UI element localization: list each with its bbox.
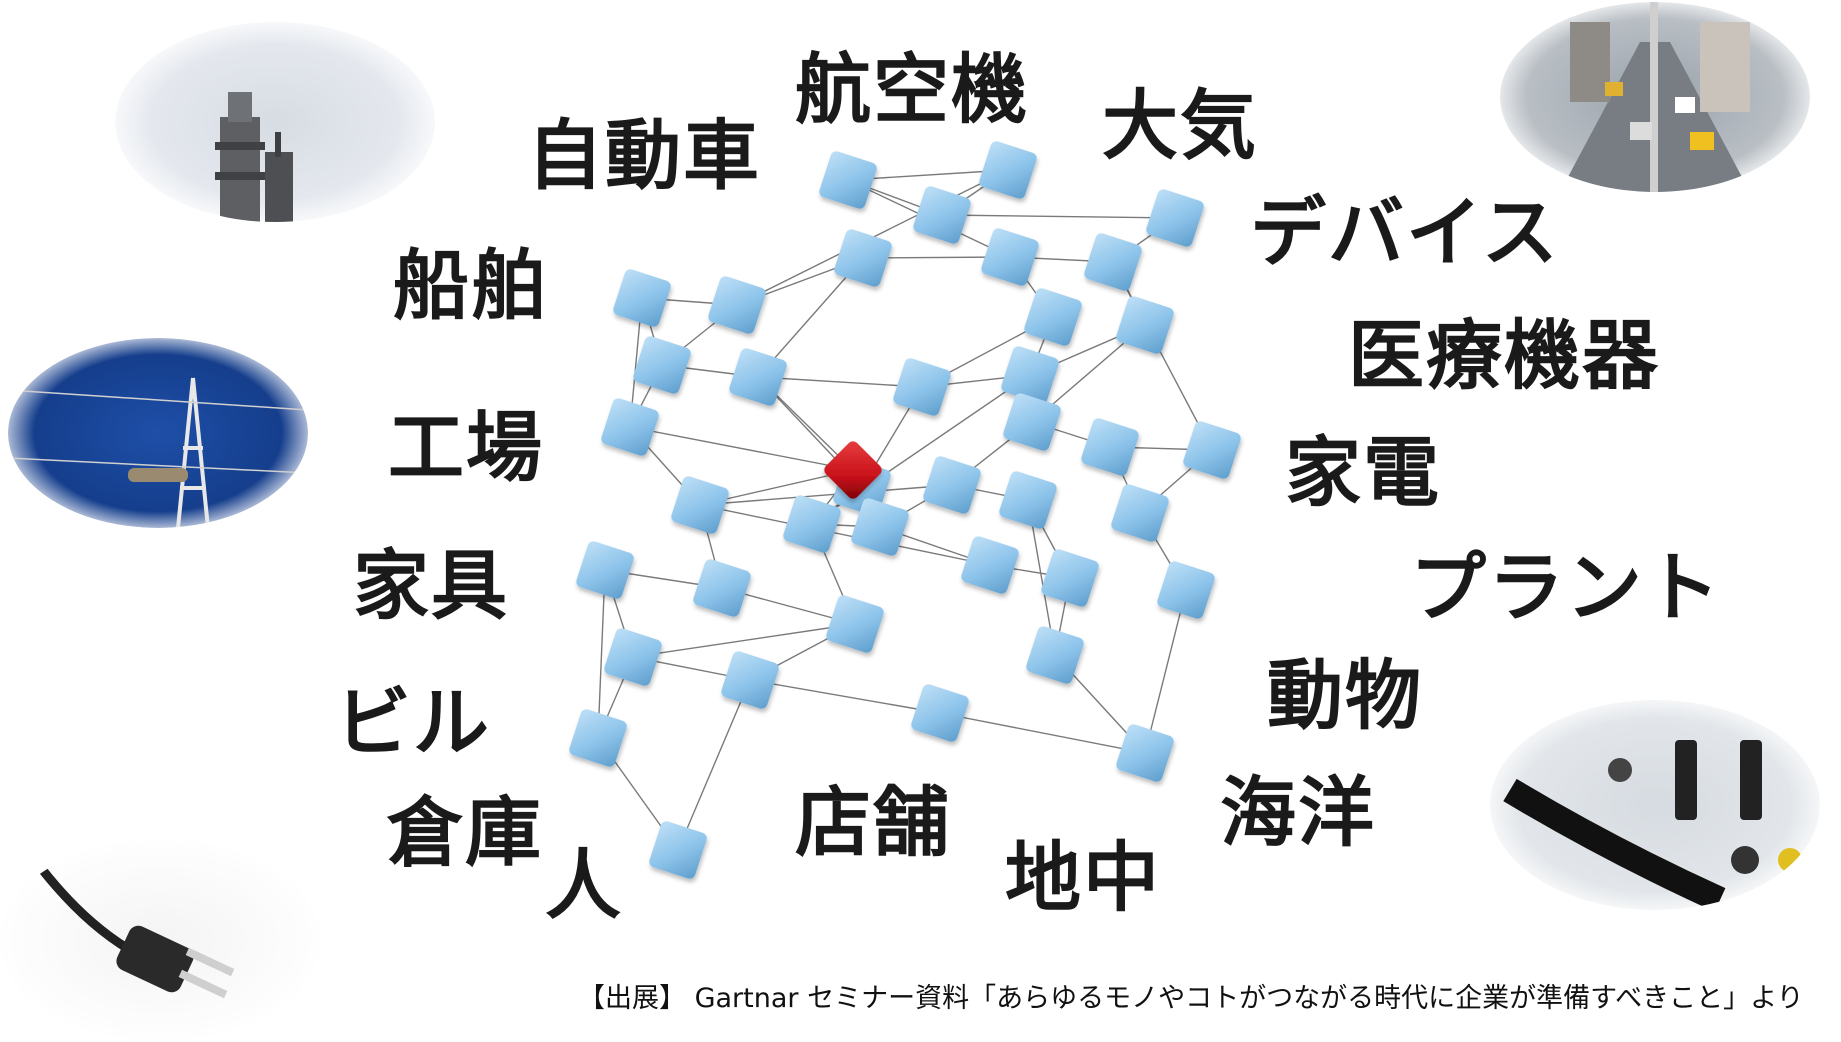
network-node xyxy=(783,495,841,553)
network-edge xyxy=(749,679,941,714)
label-device: デバイス xyxy=(1250,188,1560,277)
network-node xyxy=(911,684,969,742)
network-node xyxy=(1003,393,1061,451)
network-edge xyxy=(677,679,751,851)
network-node xyxy=(834,229,892,287)
network-node xyxy=(721,651,779,709)
network-node xyxy=(1157,561,1215,619)
network-edge xyxy=(629,426,854,471)
label-medical-device: 医療機器 xyxy=(1348,311,1660,400)
network-node xyxy=(693,559,751,617)
network-node xyxy=(1116,296,1174,354)
network-node xyxy=(569,709,627,767)
source-caption: 【出展】 Gartnar セミナー資料「あらゆるモノやコトがつながる時代に企業が… xyxy=(578,983,1804,1014)
highlight-node xyxy=(824,441,882,499)
label-building: ビル xyxy=(335,678,491,767)
network-node xyxy=(893,358,951,416)
power-tower-photo xyxy=(8,338,308,528)
network-node xyxy=(1146,189,1204,247)
network-node xyxy=(999,471,1057,529)
network-node xyxy=(671,476,729,534)
network-edge xyxy=(699,484,953,506)
label-ship: 船舶 xyxy=(393,241,549,330)
label-atmosphere: 大気 xyxy=(1102,81,1258,170)
network-node xyxy=(1084,233,1142,291)
label-airplane: 航空機 xyxy=(795,45,1029,134)
label-plant: プラント xyxy=(1410,543,1722,632)
city-traffic-photo xyxy=(1500,2,1810,192)
label-person: 人 xyxy=(545,841,623,930)
network-edge xyxy=(1144,589,1187,754)
label-appliance: 家電 xyxy=(1285,428,1441,517)
network-edge xyxy=(597,569,606,739)
network-node xyxy=(819,151,877,209)
network-node xyxy=(1024,288,1082,346)
network-node xyxy=(1081,418,1139,476)
network-node xyxy=(981,228,1039,286)
power-plug-photo xyxy=(0,840,320,1040)
network-node xyxy=(633,336,691,394)
network-node xyxy=(1026,626,1084,684)
network-edge xyxy=(699,504,991,566)
label-car: 自動車 xyxy=(527,111,761,200)
industrial-plant-photo xyxy=(115,22,435,222)
network-edge xyxy=(1112,261,1213,451)
network-node xyxy=(1041,549,1099,607)
network-node xyxy=(613,269,671,327)
network-edge xyxy=(847,169,1009,181)
network-nodes xyxy=(569,141,1241,879)
label-ocean: 海洋 xyxy=(1220,768,1376,857)
label-furniture: 家具 xyxy=(353,541,509,630)
device-network-graph xyxy=(569,141,1241,879)
label-store: 店舗 xyxy=(795,778,951,867)
network-node xyxy=(604,628,662,686)
network-node xyxy=(1116,724,1174,782)
network-node xyxy=(708,276,766,334)
network-edge xyxy=(632,623,856,658)
network-node xyxy=(1111,484,1169,542)
network-node xyxy=(826,595,884,653)
label-underground: 地中 xyxy=(1005,833,1161,922)
network-edge xyxy=(757,257,864,378)
network-node xyxy=(961,536,1019,594)
network-node xyxy=(601,398,659,456)
network-node xyxy=(923,456,981,514)
network-node xyxy=(979,141,1037,199)
network-node xyxy=(1001,346,1059,404)
network-node xyxy=(851,498,909,556)
network-edge xyxy=(939,712,1146,754)
network-edge xyxy=(941,214,1176,219)
label-factory: 工場 xyxy=(388,403,544,492)
network-node xyxy=(913,186,971,244)
label-warehouse: 倉庫 xyxy=(387,788,543,877)
network-edge xyxy=(757,376,923,388)
label-animal: 動物 xyxy=(1267,651,1423,740)
device-panel-photo xyxy=(1490,700,1820,910)
network-node xyxy=(576,541,634,599)
network-node xyxy=(1183,421,1241,479)
network-node xyxy=(649,821,707,879)
network-node xyxy=(729,348,787,406)
